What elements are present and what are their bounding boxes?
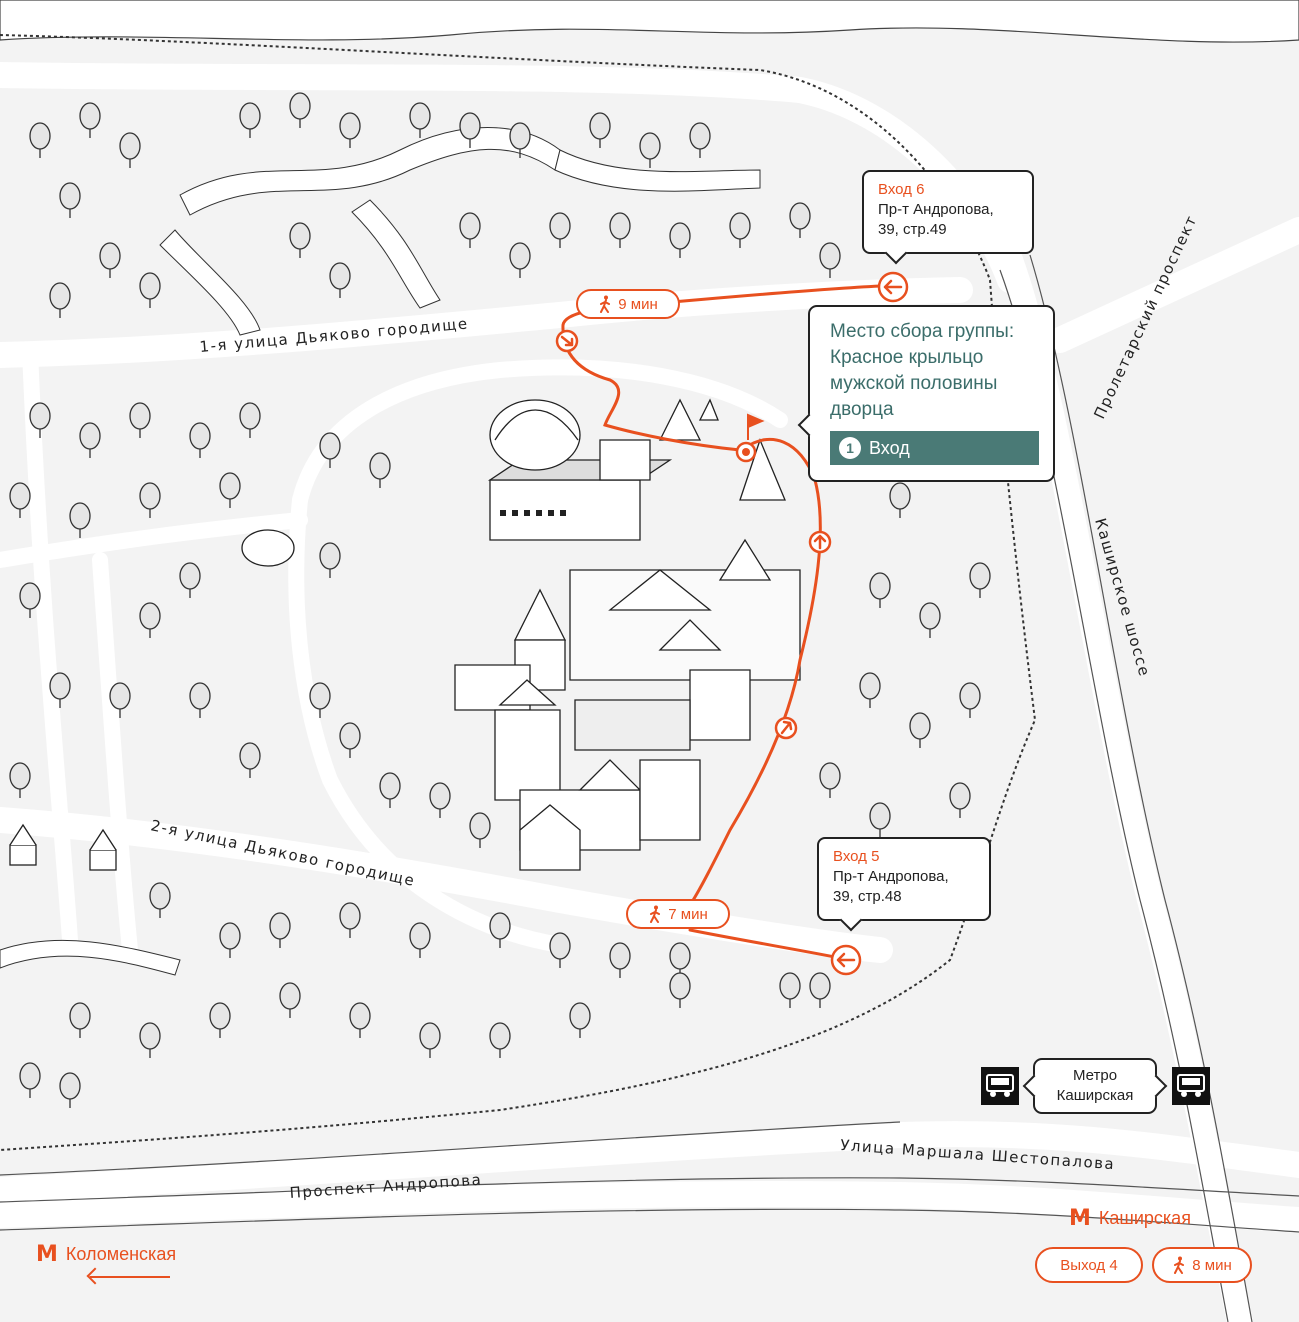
metro-kashirskaya[interactable]: M Каширская — [1069, 1206, 1191, 1231]
walk-time-metro-label: 8 мин — [1192, 1256, 1232, 1274]
walk-icon — [600, 295, 611, 313]
walk-icon — [650, 905, 661, 923]
entrance5-title: Вход 5 — [833, 848, 880, 865]
entrance5-address-line1: Пр-т Андропова, — [833, 868, 949, 885]
meeting-point-line1: Место сбора группы: — [830, 321, 1015, 342]
entrance-badge: 1 Вход — [830, 431, 1039, 465]
metro-icon: M — [36, 1242, 58, 1267]
walk-time-entrance6-label: 9 мин — [618, 295, 658, 313]
walk-time-entrance5-label: 7 мин — [668, 905, 708, 923]
metro-kashirskaya-label: Каширская — [1098, 1208, 1191, 1228]
meeting-point-line3: мужской половины — [830, 373, 998, 394]
entrance6-address-line2: 39, стр.49 — [878, 221, 947, 238]
entrance6-callout[interactable]: Вход 6 Пр-т Андропова, 39, стр.49 — [862, 170, 1034, 265]
walk-icon — [1174, 1256, 1185, 1274]
entrance-number: 1 — [839, 437, 861, 459]
walk-time-entrance5: 7 мин — [626, 899, 730, 929]
entrance5-callout[interactable]: Вход 5 Пр-т Андропова, 39, стр.48 — [817, 837, 991, 932]
metro-stop-callout[interactable]: Метро Каширская — [1022, 1058, 1168, 1114]
direction-arrow-icon — [90, 1276, 170, 1278]
bus-icon — [1172, 1067, 1210, 1105]
entrance6-title: Вход 6 — [878, 181, 925, 198]
metro-stop-line2: Каширская — [1056, 1087, 1134, 1104]
metro-kolomenskaya-label: Коломенская — [65, 1244, 177, 1264]
metro-icon: M — [1069, 1206, 1091, 1231]
entrance-label: Вход — [869, 437, 910, 458]
entrance5-address-line2: 39, стр.48 — [833, 888, 902, 905]
meeting-point-callout[interactable]: Место сбора группы: Красное крыльцо мужс… — [797, 305, 1055, 482]
metro-exit-label: Выход 4 — [1060, 1256, 1118, 1274]
walk-time-metro: 8 мин — [1152, 1247, 1252, 1283]
metro-exit: Выход 4 — [1035, 1247, 1143, 1283]
metro-kolomenskaya[interactable]: M Коломенская — [36, 1242, 176, 1267]
meeting-point-line2: Красное крыльцо — [830, 347, 984, 368]
palace — [454, 398, 801, 871]
meeting-point-line4: дворца — [830, 399, 894, 420]
metro-stop-line1: Метро — [1072, 1067, 1118, 1084]
bus-icon — [981, 1067, 1019, 1105]
walk-time-entrance6: 9 мин — [576, 289, 680, 319]
entrance6-address-line1: Пр-т Андропова, — [878, 201, 994, 218]
